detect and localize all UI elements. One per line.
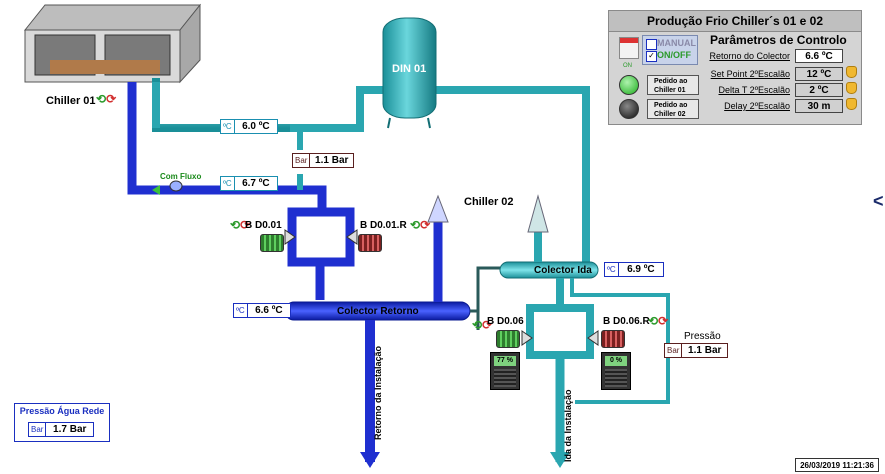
collector-return-label: Colector Retorno [337, 306, 419, 317]
vfd-b6[interactable]: 77 % [490, 352, 520, 390]
pump-b6-status-icon[interactable]: ⟲⟳ [472, 318, 493, 332]
unit-label: ºC [234, 304, 248, 317]
sensor-temp-return: ºC 6.6 ºC [233, 303, 291, 318]
param-value-delta: 2 ºC [795, 83, 843, 97]
unit-label: ºC [605, 263, 619, 276]
unit-label: ºC [221, 177, 235, 190]
pressure-label: Pressão [684, 331, 721, 342]
chiller-02-label: Chiller 02 [464, 196, 514, 208]
pump-b6r-motor[interactable] [601, 330, 625, 348]
panel-subtitle: Parâmetros de Controlo [710, 33, 847, 47]
value: 1.1 Bar [688, 345, 722, 356]
param-value-retorno: 6.6 ºC [795, 49, 843, 63]
unit-label: ºC [221, 120, 235, 133]
datetime-display: 26/03/2019 11:21:36 [795, 458, 879, 472]
on-label: ON [623, 63, 632, 69]
onoff-label: ON/OFF [657, 50, 691, 60]
pump-b6-label: B D0.06 [487, 316, 524, 327]
param-label-retorno: Retorno do Colector [709, 51, 790, 61]
mode-box: MANUAL ✓ ON/OFF [642, 35, 698, 65]
chiller-01-unit [23, 3, 202, 84]
vfd-b6-grille [494, 369, 516, 387]
value: 6.7 ºC [242, 178, 270, 189]
edit-delay-hand-icon[interactable] [846, 98, 857, 110]
calendar-icon[interactable] [619, 37, 639, 59]
panel-title: Produção Frio Chiller´s 01 e 02 [609, 11, 861, 32]
value: 1.1 Bar [315, 155, 349, 166]
pedido-chiller-01-button[interactable]: Pedido ao Chiller 01 [647, 75, 699, 95]
sensor-temp-ida: ºC 6.9 ºC [604, 262, 664, 277]
unit-label: Bar [29, 423, 47, 436]
sensor-temp-supply: ºC 6.0 ºC [220, 119, 278, 134]
pump-b1r-label: B D0.01.R [360, 220, 407, 231]
onoff-checkbox[interactable]: ✓ [646, 51, 657, 62]
param-value-delay: 30 m [795, 99, 843, 113]
param-value-setpoint: 12 ºC [795, 67, 843, 81]
value: 1.7 Bar [53, 424, 87, 435]
vfd-b6r-value: 0 % [605, 356, 627, 366]
manual-label: MANUAL [657, 38, 696, 48]
vfd-b6-value: 77 % [494, 356, 516, 366]
nav-back-arrow[interactable]: < [873, 191, 884, 211]
pump-b6-motor[interactable] [496, 330, 520, 348]
control-panel: Produção Frio Chiller´s 01 e 02 ON MANUA… [608, 10, 862, 125]
return-installation-label: Retorno da Instalação [373, 345, 383, 440]
network-pressure-value-box: Bar 1.7 Bar [28, 422, 94, 437]
param-label-delta: Delta T 2ºEscalão [718, 85, 791, 95]
pedido-chiller-02-button[interactable]: Pedido ao Chiller 02 [647, 99, 699, 119]
sensor-pressure-return: Bar 1.1 Bar [664, 343, 728, 358]
sensor-temp-flow: ºC 6.7 ºC [220, 176, 278, 191]
chiller-01-status-icon[interactable]: ⟲⟳ [96, 92, 117, 106]
sensor-pressure-supply: Bar 1.1 Bar [292, 153, 354, 168]
tank-label: DIN 01 [392, 63, 427, 75]
vfd-b6r-grille [605, 369, 627, 387]
edit-setpoint-hand-icon[interactable] [846, 66, 857, 78]
pump-b1-label: B D0.01 [245, 220, 282, 231]
param-label-delay: Delay 2ºEscalão [724, 101, 790, 111]
network-pressure-title: Pressão Água Rede [19, 406, 105, 416]
pump-b1r-motor[interactable] [358, 234, 382, 252]
supply-installation-label: Ida da Instalação [563, 389, 573, 462]
unit-label: Bar [293, 154, 311, 167]
collector-ida-label: Colector Ida [534, 265, 592, 276]
vfd-b6r[interactable]: 0 % [601, 352, 631, 390]
manual-checkbox[interactable] [646, 39, 657, 50]
param-label-setpoint: Set Point 2ºEscalão [710, 69, 790, 79]
pump-b6r-label: B D0.06.R [603, 316, 650, 327]
network-pressure-box: Pressão Água Rede Bar 1.7 Bar [14, 403, 110, 442]
flow-status-label: Com Fluxo [160, 172, 202, 181]
value: 6.9 ºC [627, 264, 655, 275]
pump-b6r-status-icon[interactable]: ⟲⟳ [648, 314, 669, 328]
pump-b1-status-icon[interactable]: ⟲⟳ [230, 218, 251, 232]
edit-delta-hand-icon[interactable] [846, 82, 857, 94]
pump-b1r-status-icon[interactable]: ⟲⟳ [410, 218, 431, 232]
unit-label: Bar [665, 344, 683, 357]
chiller-01-label: Chiller 01 [46, 95, 96, 107]
pedido-chiller-02-lamp [619, 99, 639, 119]
pump-b1-motor[interactable] [260, 234, 284, 252]
value: 6.0 ºC [242, 121, 270, 132]
value: 6.6 ºC [255, 305, 283, 316]
pedido-chiller-01-lamp [619, 75, 639, 95]
